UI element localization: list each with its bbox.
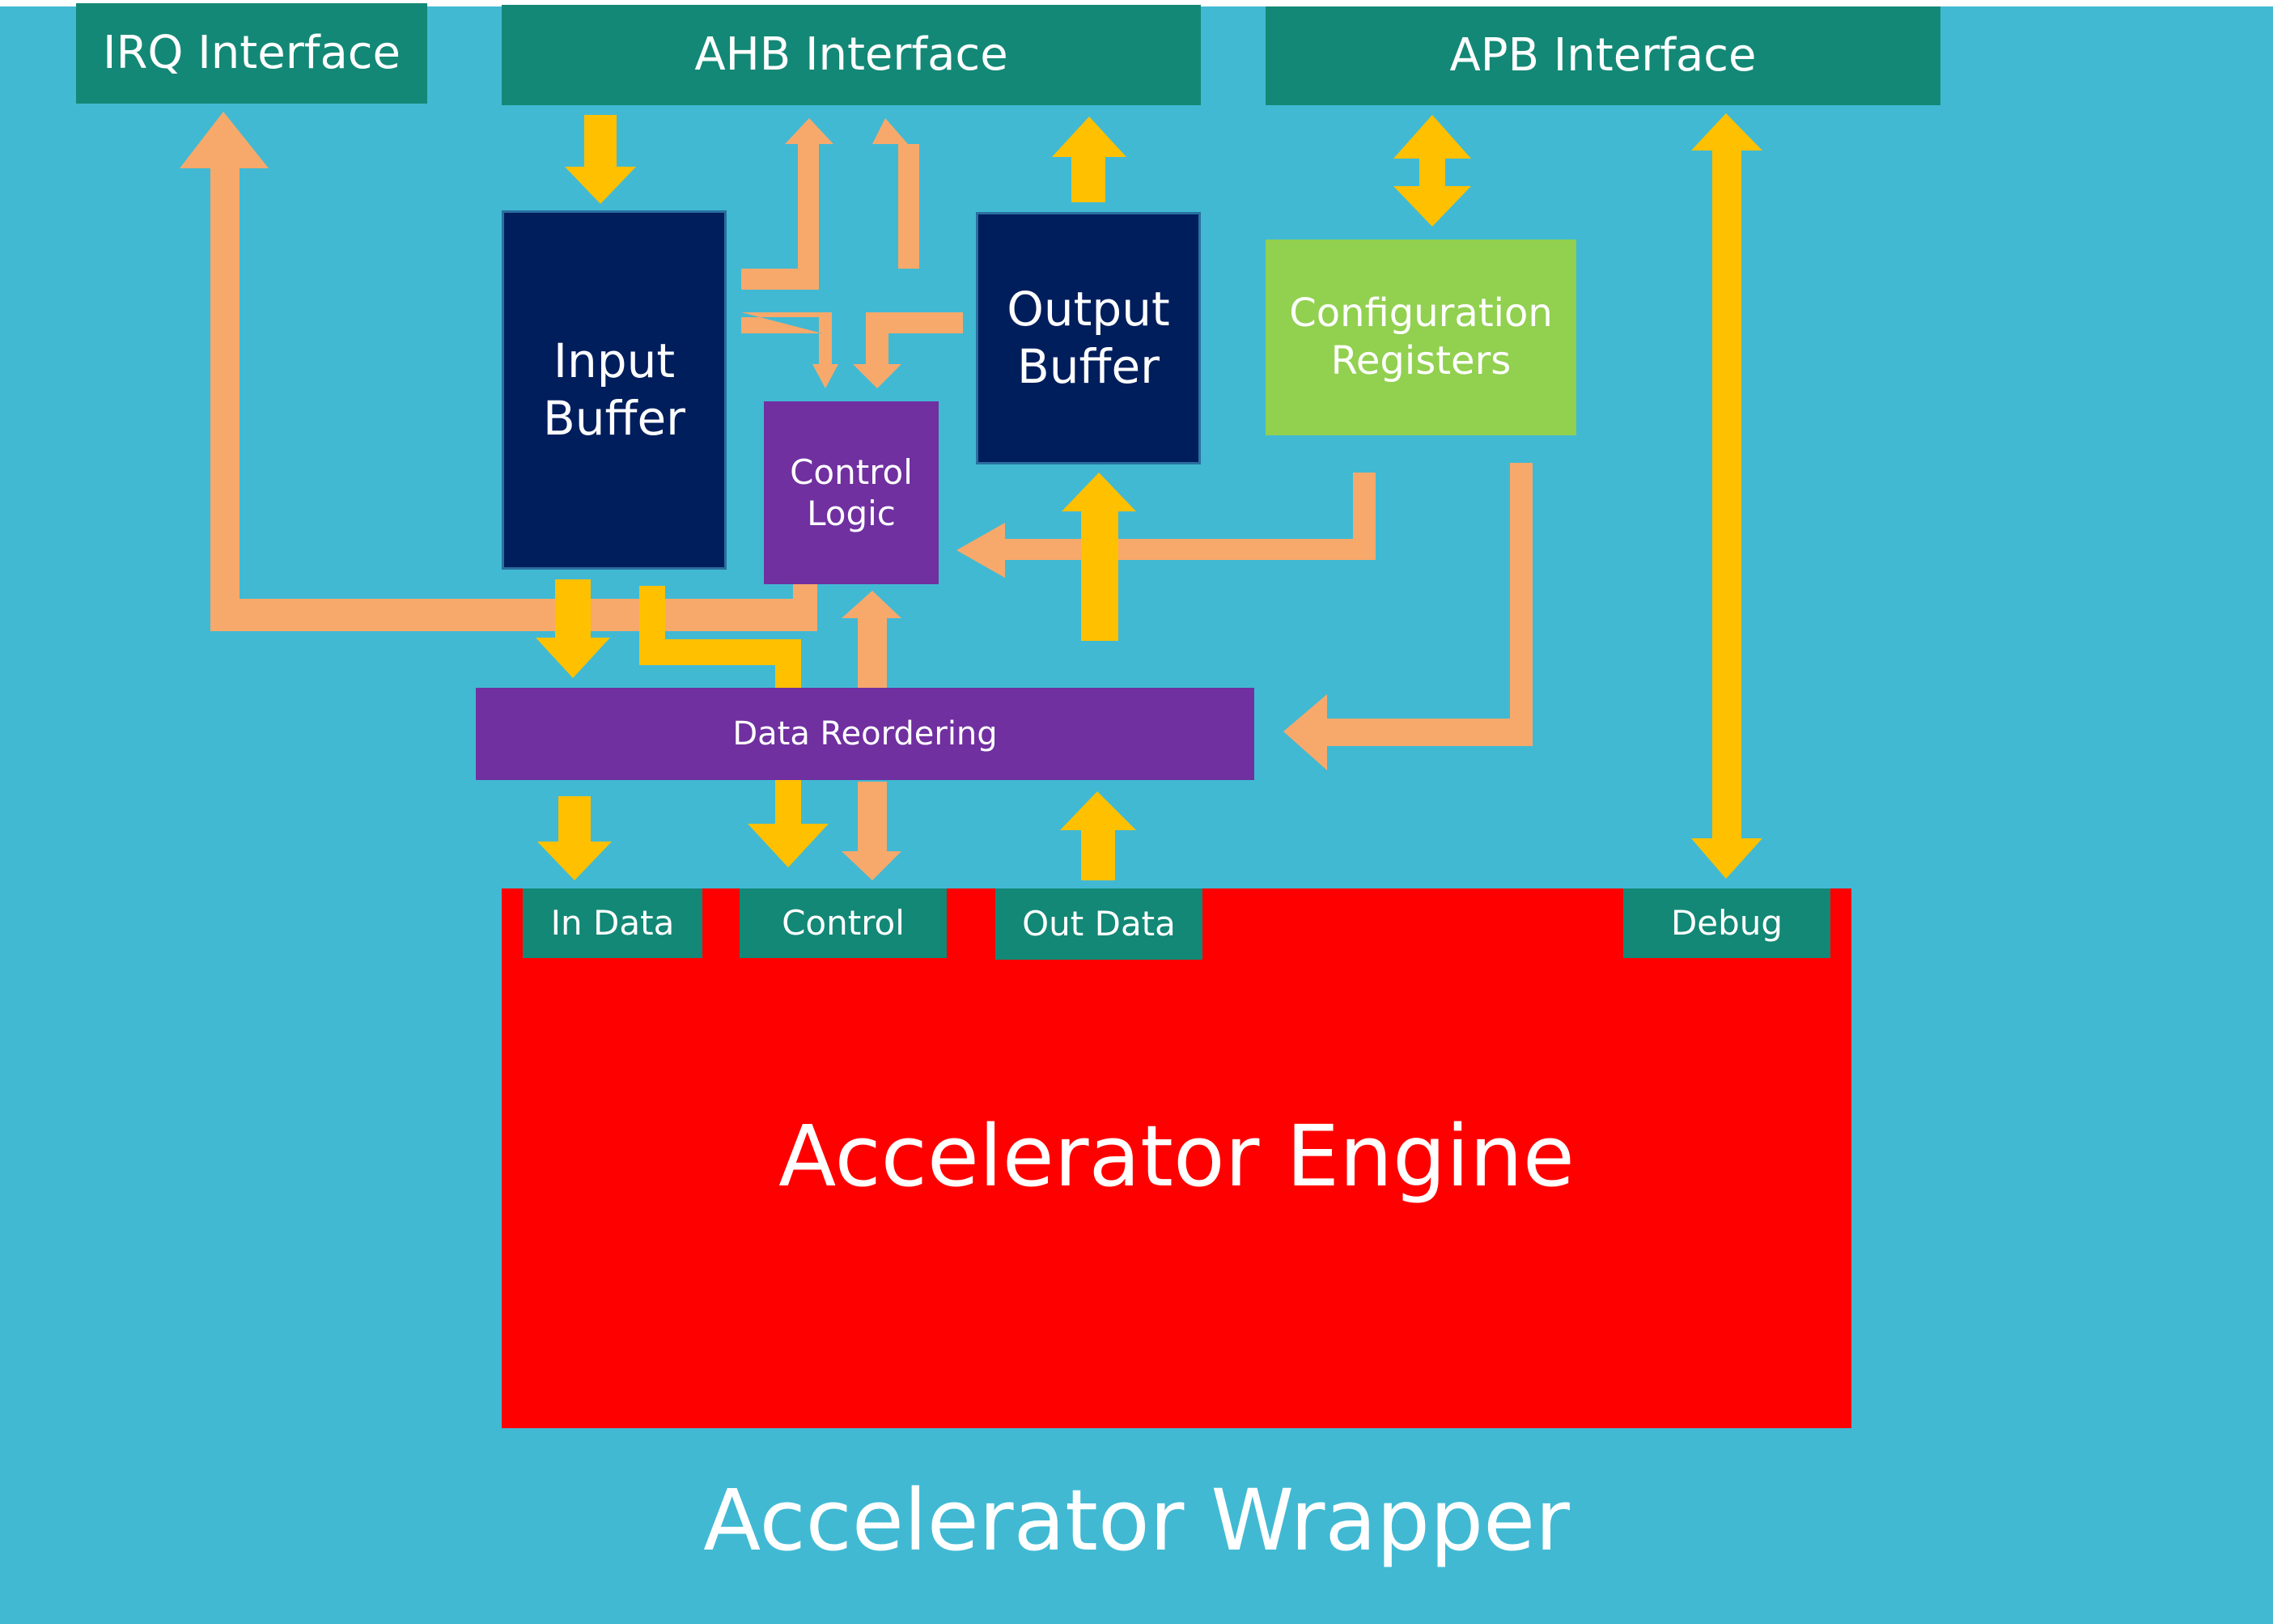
accelerator-engine: [502, 888, 1851, 1428]
output-buffer: Output Buffer: [976, 212, 1201, 464]
arrow-output-buffer-to-ahb-data: [1052, 117, 1126, 202]
arrow-ahb-to-input-buffer: [565, 115, 636, 204]
arrow-data-reordering-to-output-buffer: [1062, 473, 1136, 641]
output-buffer-label: Output Buffer: [1007, 282, 1170, 394]
control-logic: Control Logic: [764, 401, 939, 584]
arrow-apb-config-bidirectional: [1393, 115, 1471, 227]
port-in-data-label: In Data: [550, 903, 675, 943]
arrow-input-buffer-to-control-port: [639, 586, 829, 867]
arrow-ahb-right-to-control-logic: [853, 312, 963, 388]
port-control: Control: [740, 888, 947, 958]
arrow-data-reordering-to-in-data: [537, 796, 612, 880]
arrow-config-to-data-reordering: [1283, 463, 1533, 770]
port-debug-label: Debug: [1670, 903, 1783, 943]
arrow-config-to-control-logic: [956, 473, 1376, 578]
control-logic-label: Control Logic: [790, 452, 913, 533]
port-control-label: Control: [782, 903, 905, 943]
data-reordering-label: Data Reordering: [732, 714, 998, 753]
arrow-control-logic-to-irq: [180, 112, 817, 631]
arrow-data-reordering-to-control-port: [842, 782, 901, 880]
port-out-data-label: Out Data: [1022, 904, 1176, 944]
apb-interface-label: APB Interface: [1449, 28, 1757, 82]
arrow-input-buffer-to-data-reordering: [536, 579, 610, 678]
input-buffer-label: Input Buffer: [542, 333, 686, 446]
port-out-data: Out Data: [995, 888, 1202, 960]
apb-interface: APB Interface: [1266, 6, 1940, 105]
arrow-input-buffer-to-ahb: [741, 118, 833, 290]
accelerator-engine-title: Accelerator Engine: [778, 1107, 1575, 1206]
data-arrows: [536, 113, 1762, 880]
arrow-ahb-left-to-control-logic: [741, 312, 838, 388]
irq-interface-label: IRQ Interface: [102, 26, 401, 79]
control-arrows: [180, 112, 1533, 880]
configuration-registers-label: Configuration Registers: [1289, 290, 1553, 384]
configuration-registers: Configuration Registers: [1266, 240, 1576, 435]
arrow-output-buffer-to-ahb: [872, 118, 958, 290]
arrow-control-logic-data-reordering: [842, 591, 901, 688]
input-buffer: Input Buffer: [502, 210, 727, 570]
data-reordering: Data Reordering: [476, 688, 1254, 780]
port-debug: Debug: [1623, 888, 1830, 958]
arrow-out-data-to-data-reordering: [1060, 791, 1136, 880]
irq-interface: IRQ Interface: [76, 3, 427, 104]
ahb-interface-label: AHB Interface: [694, 28, 1008, 81]
arrow-apb-debug-bidirectional: [1691, 113, 1762, 879]
ahb-interface: AHB Interface: [502, 5, 1201, 105]
port-in-data: In Data: [523, 888, 702, 958]
accelerator-wrapper-title: Accelerator Wrapper: [703, 1471, 1570, 1570]
